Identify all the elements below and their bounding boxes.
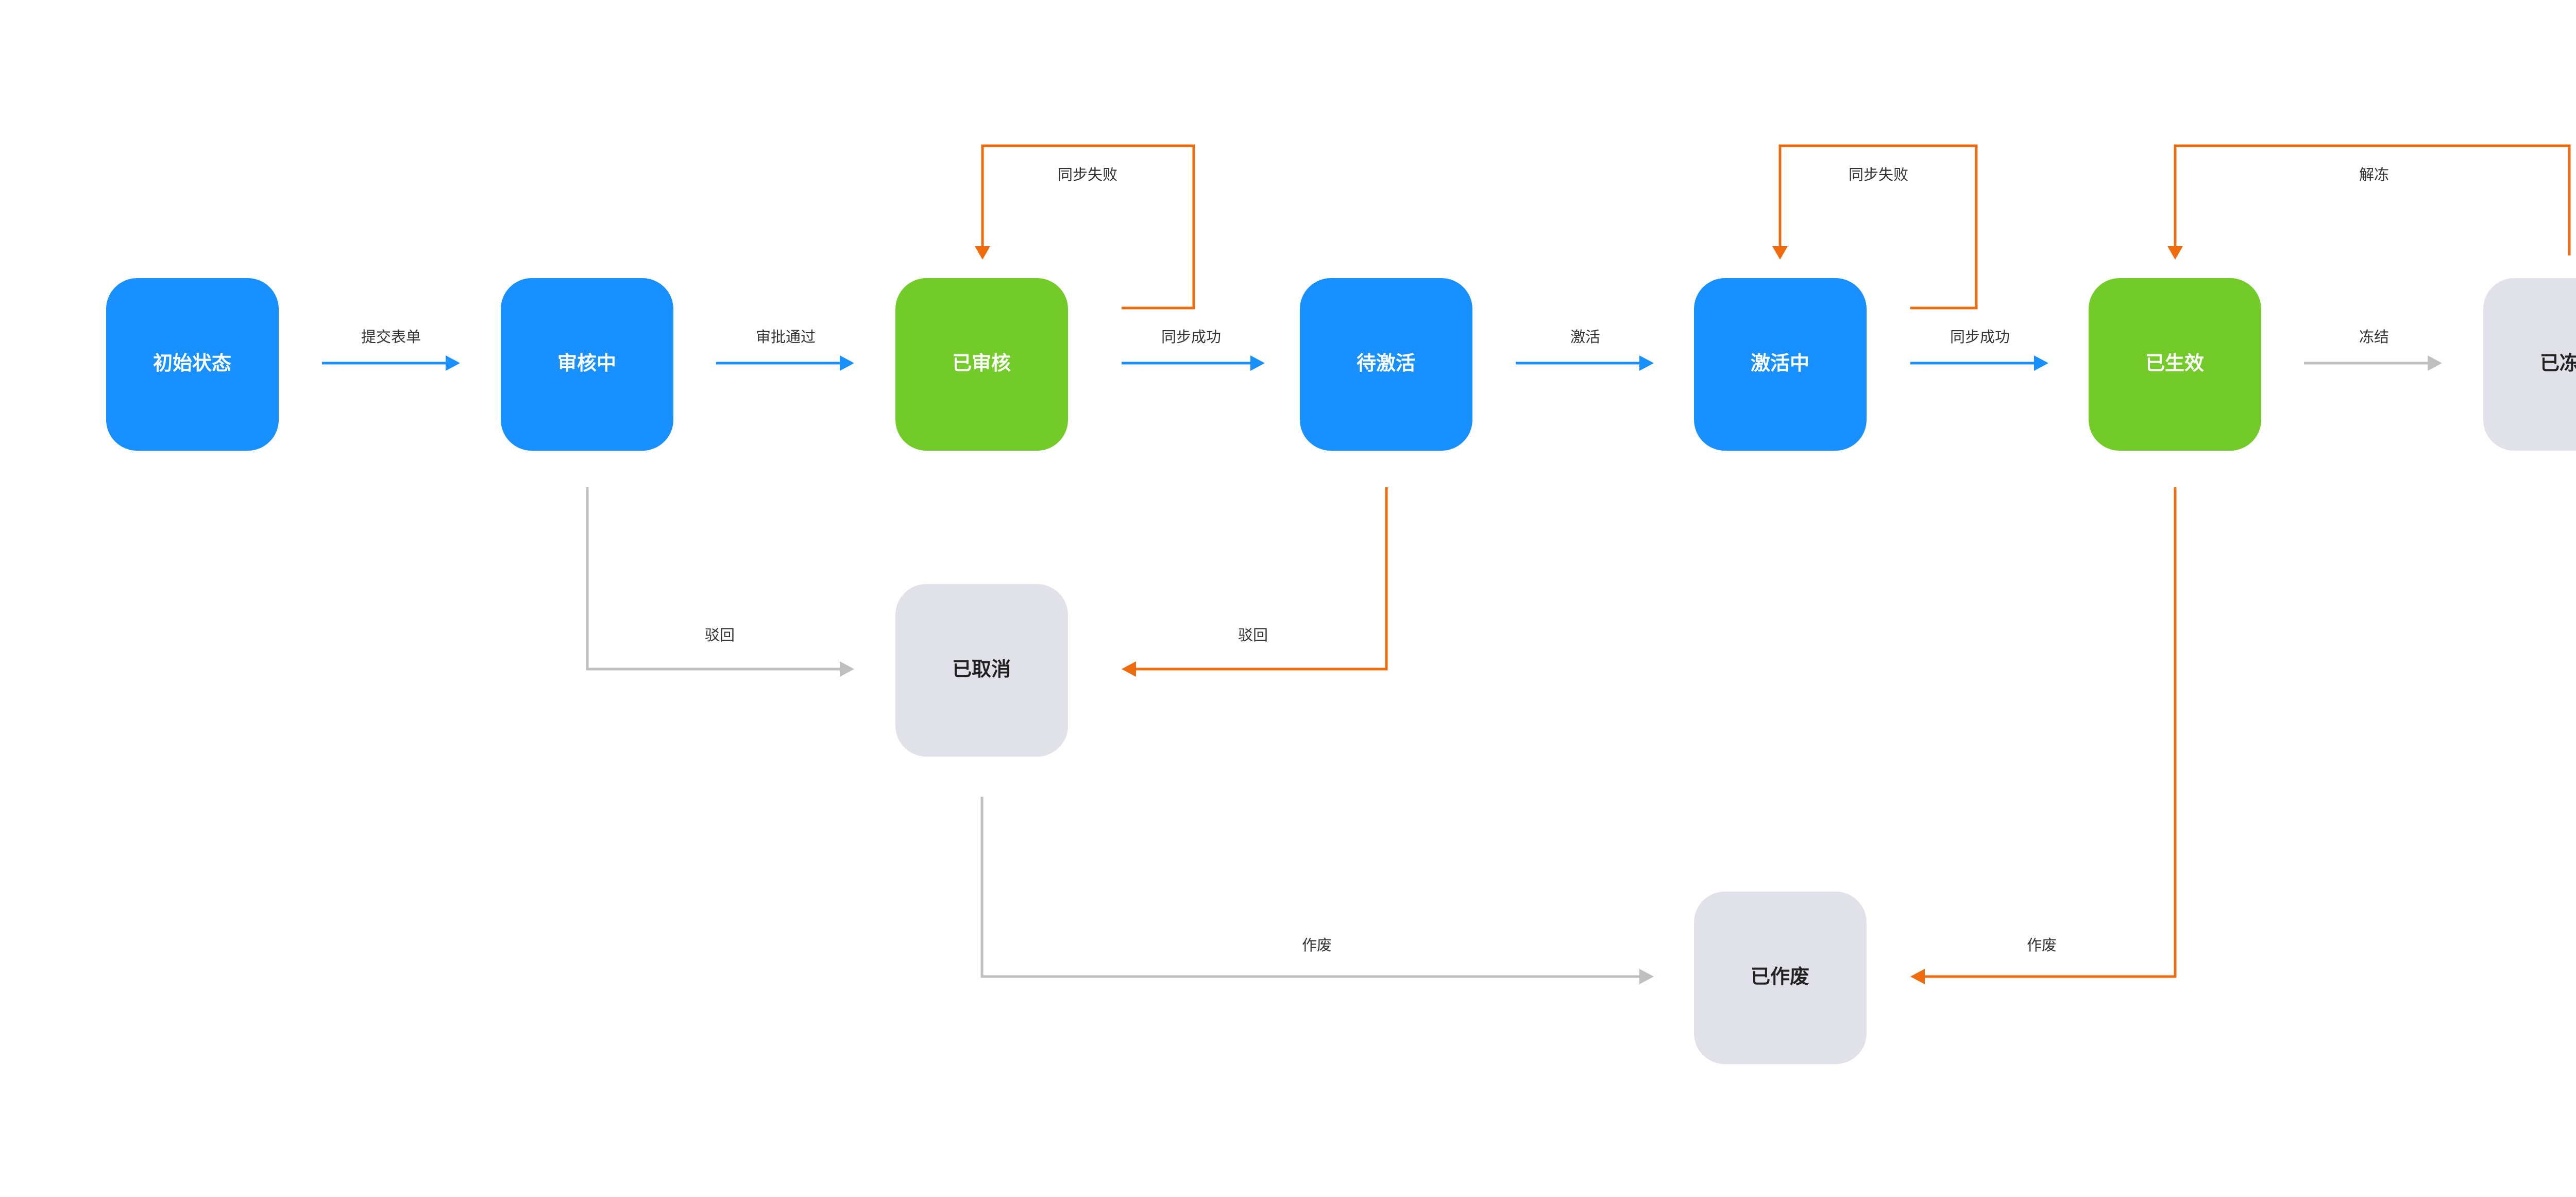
node-label-reviewing: 审核中 [557,352,616,374]
edge-label-submit-form: 提交表单 [361,328,421,346]
node-box [895,278,1068,451]
node-pending-activation[interactable]: 待激活 [1300,278,1472,451]
edge-void-2: 作废 [1910,487,2177,984]
node-box [895,584,1068,757]
edge-label-sync-fail-2: 同步失败 [1849,166,1908,183]
edge-submit-form: 提交表单 [322,328,460,371]
edge-label-reject-2: 驳回 [1238,626,1268,644]
node-initial[interactable]: 初始状态 [106,278,279,451]
arrowhead [1122,661,1136,677]
node-reviewed[interactable]: 已审核 [895,278,1068,451]
node-box [1300,278,1472,451]
arrowhead [2034,355,2048,371]
edge-label-sync-success-2: 同步成功 [1950,328,2010,346]
arrowhead [446,355,460,371]
node-label-voided: 已作废 [1751,965,1809,988]
node-label-pending-activation: 待激活 [1357,352,1415,374]
node-cancelled[interactable]: 已取消 [895,584,1068,757]
node-box [2089,278,2261,451]
edge-void-1: 作废 [980,797,1654,984]
node-label-cancelled: 已取消 [952,658,1011,680]
node-box [501,278,673,451]
edge-reject-2: 驳回 [1122,487,1388,677]
arrowhead [1250,355,1265,371]
node-label-effective: 已生效 [2145,352,2204,374]
edge-label-void-2: 作废 [2027,936,2057,954]
arrowhead [2167,246,2183,260]
edge-sync-fail-2: 同步失败 [1772,144,1978,310]
node-frozen[interactable]: 已冻结 [2483,278,2576,451]
arrowhead [1772,246,1788,260]
node-label-frozen: 已冻结 [2540,352,2576,374]
arrowhead [840,355,854,371]
node-reviewing[interactable]: 审核中 [501,278,673,451]
arrowhead [840,661,854,677]
edge-sync-fail-1: 同步失败 [975,144,1195,310]
node-label-initial: 初始状态 [153,352,231,374]
node-box [2483,278,2576,451]
edge-approve: 审批通过 [716,328,854,371]
edge-reject-1: 驳回 [586,487,854,677]
edge-label-sync-success-1: 同步成功 [1161,328,1221,346]
edge-label-activate: 激活 [1570,328,1600,346]
node-label-reviewed: 已审核 [952,352,1011,374]
arrowhead [1910,969,1925,984]
node-box [106,278,279,451]
edge-unfreeze: 解冻 [2167,144,2571,260]
edge-freeze: 冻结 [2304,328,2442,371]
edge-label-approve: 审批通过 [756,328,816,346]
edge-label-void-1: 作废 [1302,936,1332,954]
arrowhead [975,246,990,260]
arrowhead [2428,355,2442,371]
node-label-activating: 激活中 [1751,352,1809,374]
edge-label-unfreeze: 解冻 [2359,166,2389,183]
edge-activate: 激活 [1516,328,1654,371]
arrowhead [1639,355,1654,371]
node-activating[interactable]: 激活中 [1694,278,1867,451]
edge-sync-success-1: 同步成功 [1122,328,1265,371]
edge-label-freeze: 冻结 [2359,328,2389,346]
edge-label-reject-1: 驳回 [705,626,735,644]
node-voided[interactable]: 已作废 [1694,892,1867,1064]
node-box [1694,892,1867,1064]
node-box [1694,278,1867,451]
edge-label-sync-fail-1: 同步失败 [1058,166,1117,183]
node-effective[interactable]: 已生效 [2089,278,2261,451]
edge-sync-success-2: 同步成功 [1910,328,2048,371]
arrowhead [1639,969,1654,984]
